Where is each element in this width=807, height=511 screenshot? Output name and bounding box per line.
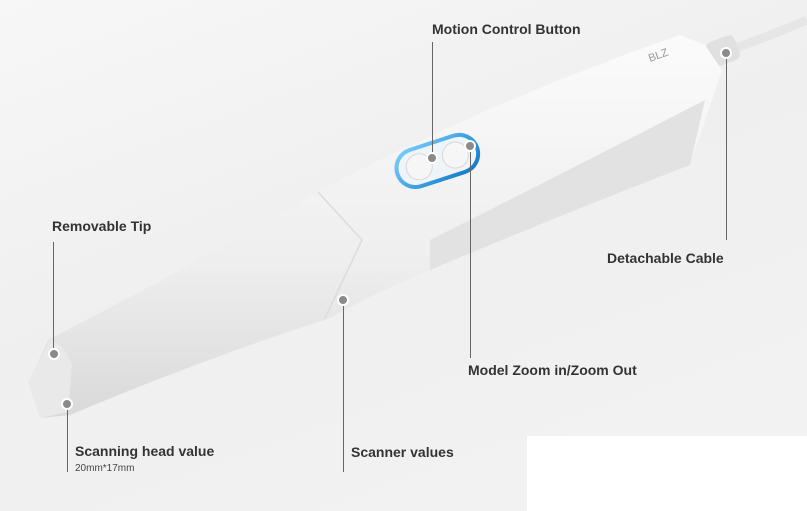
- marker-scanning-head: [61, 398, 73, 410]
- leader-detachable-cable: [726, 55, 727, 240]
- scanning-head-size: 20mm*17mm: [75, 463, 135, 474]
- body-side-panel: [430, 100, 705, 270]
- white-panel: [527, 436, 807, 511]
- removable-tip: [28, 340, 72, 418]
- leader-motion-control: [432, 42, 433, 158]
- marker-removable-tip: [48, 348, 60, 360]
- label-motion-control-button: Motion Control Button: [432, 21, 581, 37]
- label-model-zoom: Model Zoom in/Zoom Out: [468, 362, 637, 378]
- marker-model-zoom: [464, 140, 476, 152]
- motion-control-button: [394, 132, 481, 190]
- label-scanner-values: Scanner values: [351, 444, 454, 460]
- label-removable-tip: Removable Tip: [52, 218, 152, 234]
- marker-motion-control: [426, 152, 438, 164]
- leader-model-zoom: [470, 148, 471, 358]
- leader-removable-tip: [53, 242, 54, 352]
- tip-segment-edge: [317, 191, 363, 319]
- leader-scanning-head: [67, 405, 68, 472]
- leader-scanner-values: [343, 302, 344, 472]
- label-detachable-cable: Detachable Cable: [607, 250, 724, 266]
- marker-scanner-values: [337, 294, 349, 306]
- label-scanning-head: Scanning head value: [75, 443, 215, 459]
- scanner-body: [30, 35, 722, 418]
- marker-detachable-cable: [720, 47, 732, 59]
